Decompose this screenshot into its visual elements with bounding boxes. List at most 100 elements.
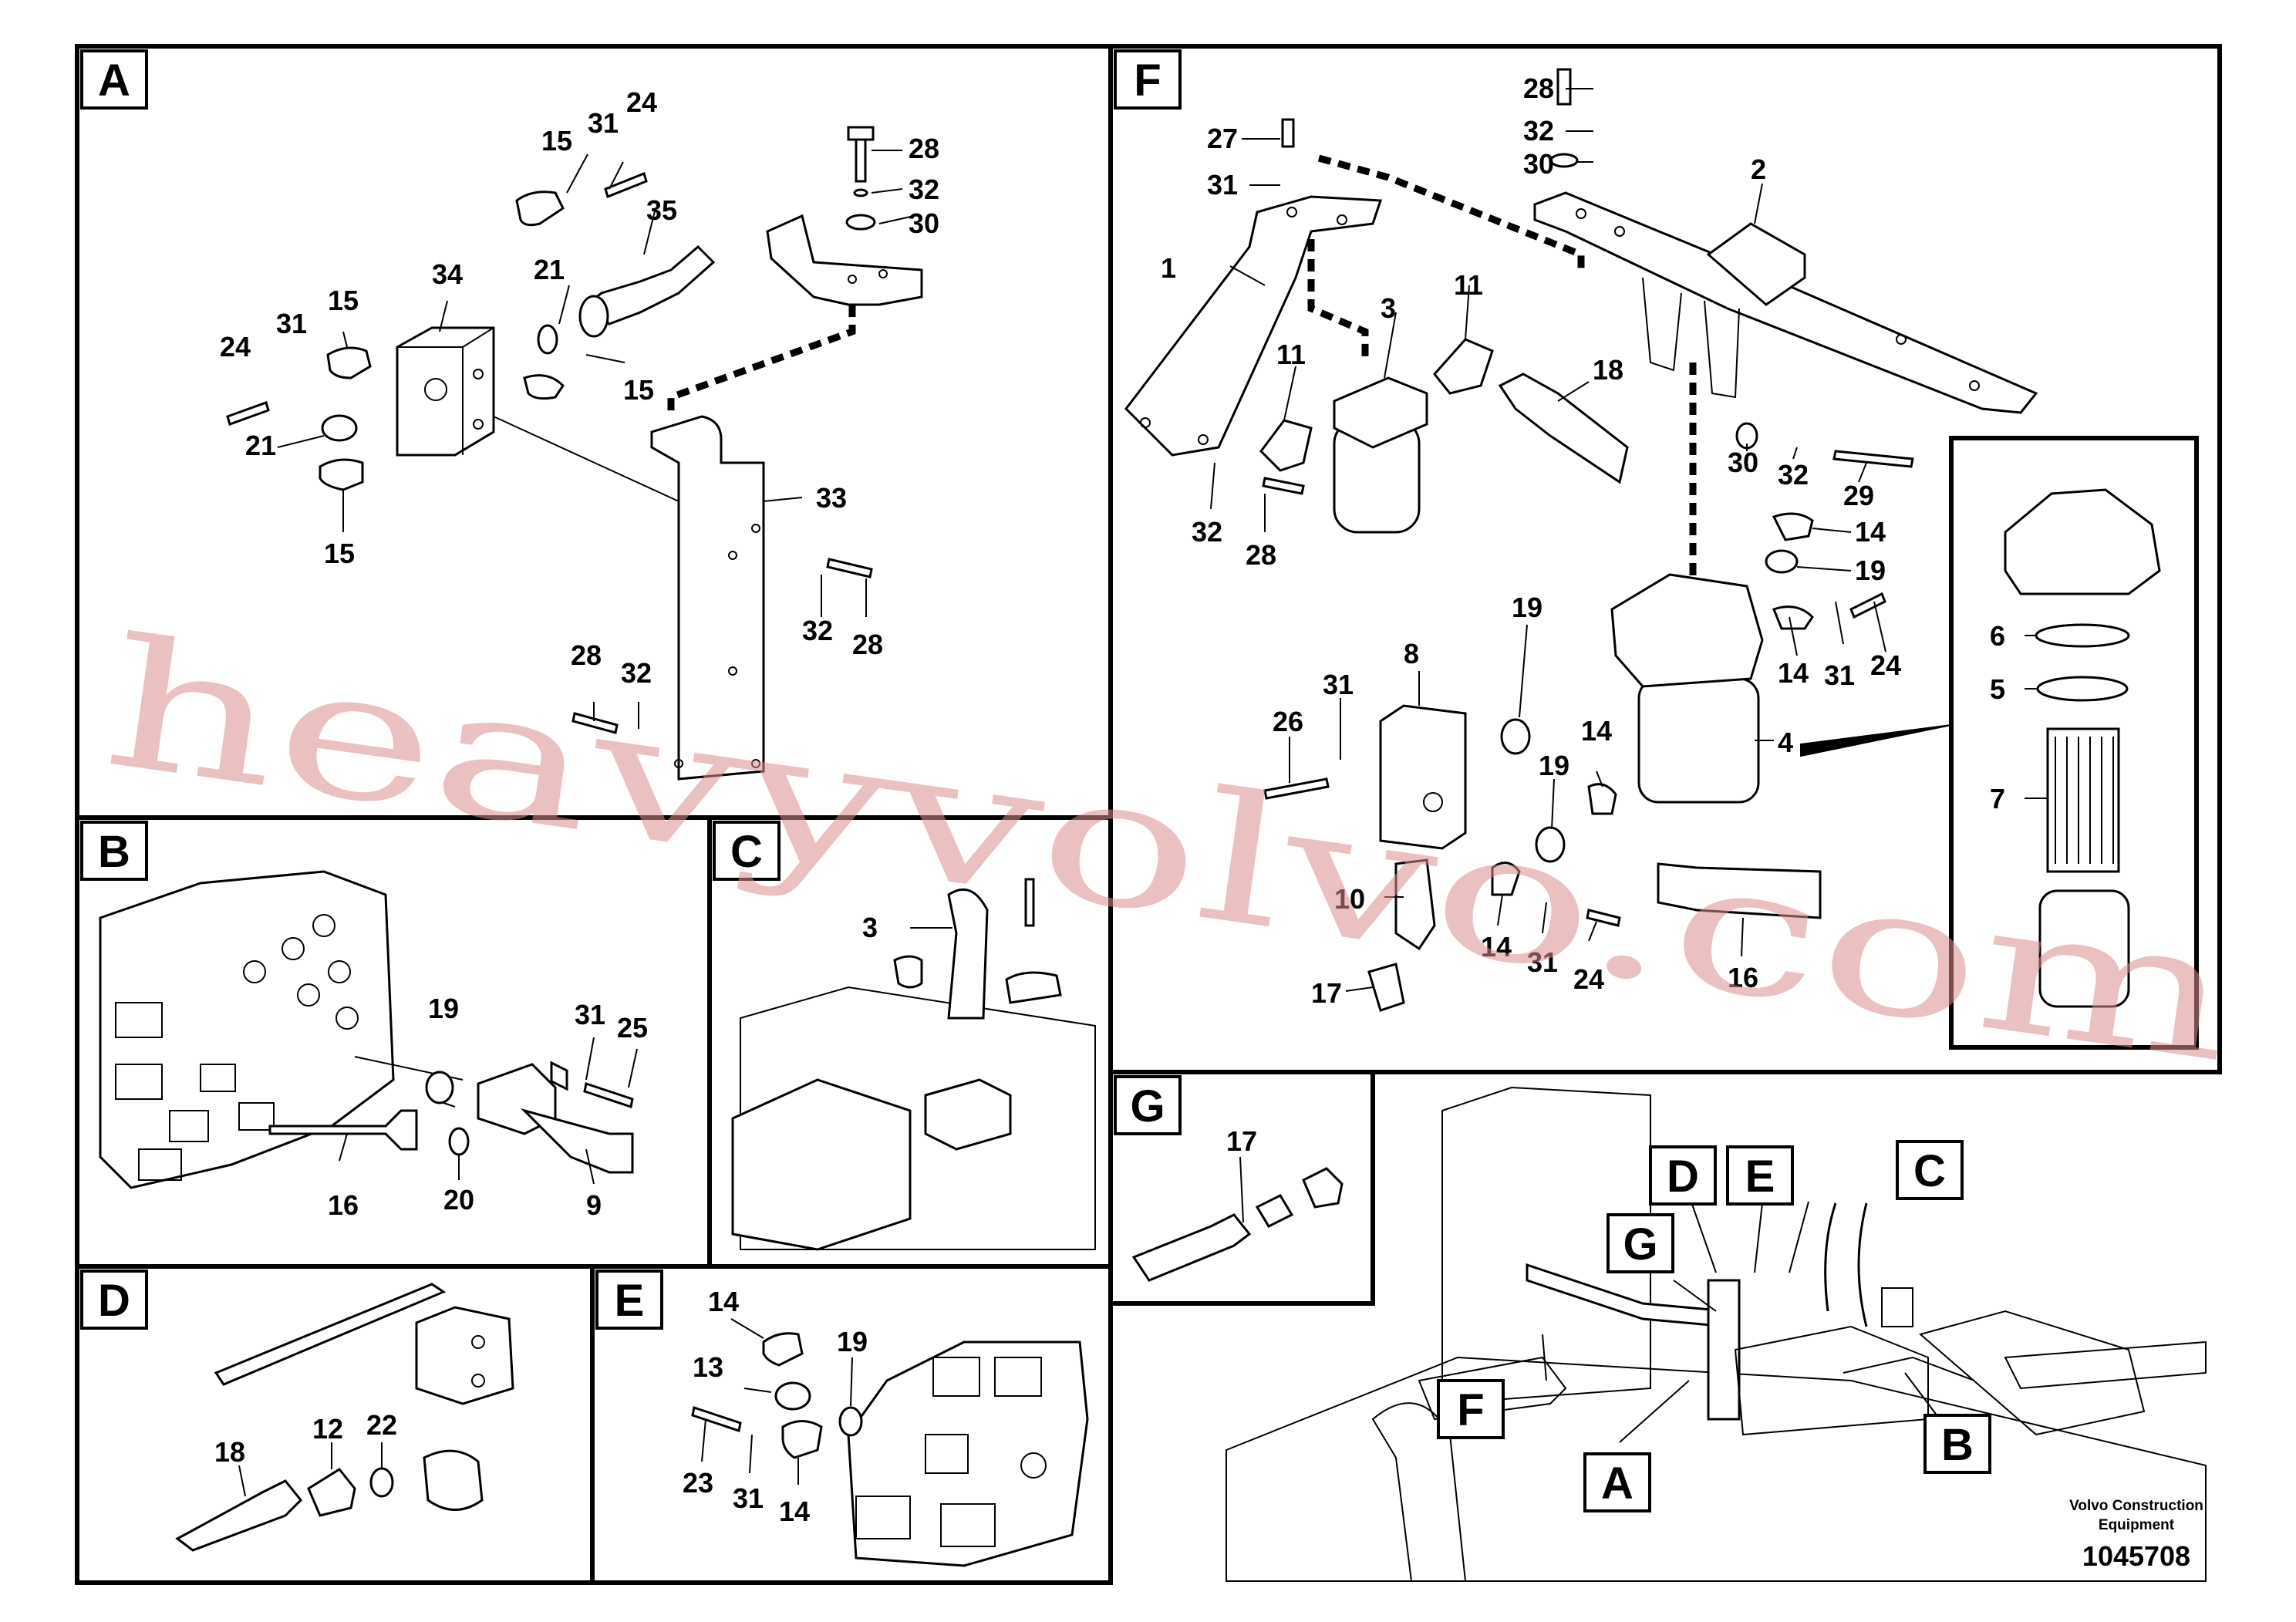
o-ring-19-mid bbox=[1500, 718, 1531, 755]
callout-14: 14 bbox=[779, 1496, 810, 1527]
block-d bbox=[415, 1306, 514, 1405]
callout-23: 23 bbox=[683, 1467, 713, 1499]
detail-bowl bbox=[2038, 889, 2130, 1008]
section-label-a: A bbox=[80, 49, 148, 110]
callout-18: 18 bbox=[1593, 354, 1623, 386]
panel-g-frame bbox=[1108, 1070, 1375, 1306]
callout-33: 33 bbox=[816, 482, 847, 514]
panel-b-callouts: 19 31 25 16 20 9 bbox=[328, 993, 648, 1221]
panel-g-callouts: 17 bbox=[1226, 1125, 1257, 1157]
callout-24: 24 bbox=[220, 331, 251, 363]
callout-32: 32 bbox=[802, 615, 833, 646]
panel-g-drawing bbox=[1131, 1156, 1344, 1282]
flange-half-15-bottom bbox=[319, 458, 364, 491]
flange-half-14-top bbox=[1772, 512, 1814, 541]
svg-text:A: A bbox=[98, 56, 130, 106]
dashed-connector-f1 bbox=[1317, 154, 1585, 274]
flange-half-15-top bbox=[515, 191, 565, 227]
panel-f-drawing bbox=[1124, 68, 2038, 1012]
svg-text:C: C bbox=[730, 827, 763, 877]
flange-half-14-bottom bbox=[1491, 862, 1521, 896]
dashed-connector-f2 bbox=[1307, 239, 1369, 363]
callout-7: 7 bbox=[1990, 783, 2005, 814]
section-label-b: B bbox=[80, 821, 148, 881]
bolt-28-lower bbox=[571, 712, 619, 734]
flange-half-14-e-top bbox=[762, 1332, 804, 1367]
svg-text:G: G bbox=[1623, 1219, 1657, 1270]
overview-bracket bbox=[1526, 1263, 1729, 1328]
svg-text:D: D bbox=[98, 1276, 130, 1326]
panel-e-drawing bbox=[691, 1318, 1089, 1567]
panel-d-callouts: 18 12 22 bbox=[214, 1409, 397, 1468]
callout-4: 4 bbox=[1778, 727, 1793, 758]
callout-15: 15 bbox=[328, 285, 359, 316]
callout-31: 31 bbox=[1527, 946, 1558, 978]
callout-28: 28 bbox=[852, 629, 883, 660]
fitting-11-right bbox=[1433, 338, 1494, 395]
port-d bbox=[423, 1449, 484, 1511]
callout-14: 14 bbox=[1581, 715, 1612, 747]
brand-line-1: Volvo Construction bbox=[2069, 1498, 2203, 1514]
bolt-c bbox=[1024, 878, 1035, 927]
fitting-17-g bbox=[1302, 1167, 1344, 1209]
callout-15: 15 bbox=[324, 538, 355, 569]
hose-3 bbox=[947, 888, 989, 1020]
svg-text:F: F bbox=[1457, 1385, 1484, 1435]
svg-text:E: E bbox=[1745, 1152, 1775, 1202]
callout-28: 28 bbox=[1246, 539, 1276, 571]
callout-28: 28 bbox=[1523, 73, 1554, 104]
bracket-2 bbox=[1533, 191, 2038, 414]
washer-30 bbox=[845, 214, 876, 231]
callout-16: 16 bbox=[1728, 962, 1758, 993]
mount-plate bbox=[766, 214, 923, 306]
bolt-26 bbox=[1263, 777, 1330, 800]
panel-c-callouts: 3 bbox=[862, 912, 878, 943]
bolt-28-f-top bbox=[1556, 68, 1572, 106]
section-label-d: D bbox=[80, 1270, 148, 1330]
hose-35 bbox=[584, 244, 716, 325]
o-ring-19-top bbox=[1765, 549, 1799, 574]
seal-13 bbox=[774, 1381, 811, 1411]
overview-valve bbox=[1734, 1325, 1929, 1436]
fitting-11-left bbox=[1259, 419, 1313, 472]
overview-label-a: A bbox=[1583, 1452, 1651, 1512]
detail-filter-head bbox=[2004, 488, 2161, 595]
callout-13: 13 bbox=[693, 1351, 723, 1383]
callout-31: 31 bbox=[1207, 169, 1238, 201]
bolt-28-f-left bbox=[1262, 477, 1305, 495]
panel-e-frame bbox=[590, 1264, 1113, 1585]
callout-18: 18 bbox=[214, 1436, 245, 1468]
panel-f-callouts: 28 32 30 27 31 2 1 3 11 11 18 32 28 30 3… bbox=[1161, 73, 2005, 1009]
flange-half-15-right bbox=[523, 374, 565, 400]
callout-26: 26 bbox=[1273, 706, 1303, 737]
callout-17: 17 bbox=[1311, 977, 1342, 1009]
callout-27: 27 bbox=[1207, 123, 1238, 154]
callout-17: 17 bbox=[1226, 1125, 1257, 1157]
panel-f-frame bbox=[1108, 44, 2222, 1074]
frame-outline bbox=[1226, 1356, 2207, 1582]
bolt-24-f-upper bbox=[1849, 592, 1886, 619]
svg-text:B: B bbox=[98, 827, 130, 877]
callout-32: 32 bbox=[1523, 115, 1554, 147]
callout-28: 28 bbox=[909, 133, 939, 164]
filter-detail-drawing bbox=[2004, 488, 2161, 1008]
panel-c-drawing bbox=[731, 878, 1096, 1251]
callout-30: 30 bbox=[909, 207, 939, 239]
panel-b-drawing bbox=[99, 870, 638, 1189]
section-label-g: G bbox=[1114, 1075, 1182, 1135]
bolt-25 bbox=[583, 1082, 634, 1108]
callout-24: 24 bbox=[626, 86, 657, 118]
callout-24: 24 bbox=[1870, 649, 1901, 681]
panel-d-drawing bbox=[175, 1283, 514, 1552]
panel-frames bbox=[75, 44, 2222, 1585]
svg-text:B: B bbox=[1941, 1420, 1974, 1470]
callout-31: 31 bbox=[588, 107, 619, 139]
washer-30-f-top bbox=[1549, 153, 1579, 168]
o-ring-19-b bbox=[425, 1071, 454, 1104]
callout-21: 21 bbox=[245, 430, 276, 461]
hose-16 bbox=[1657, 862, 1822, 919]
hose-18 bbox=[1498, 373, 1629, 484]
callout-1: 1 bbox=[1161, 252, 1176, 284]
callout-3: 3 bbox=[862, 912, 878, 943]
callout-19: 19 bbox=[1539, 750, 1569, 781]
